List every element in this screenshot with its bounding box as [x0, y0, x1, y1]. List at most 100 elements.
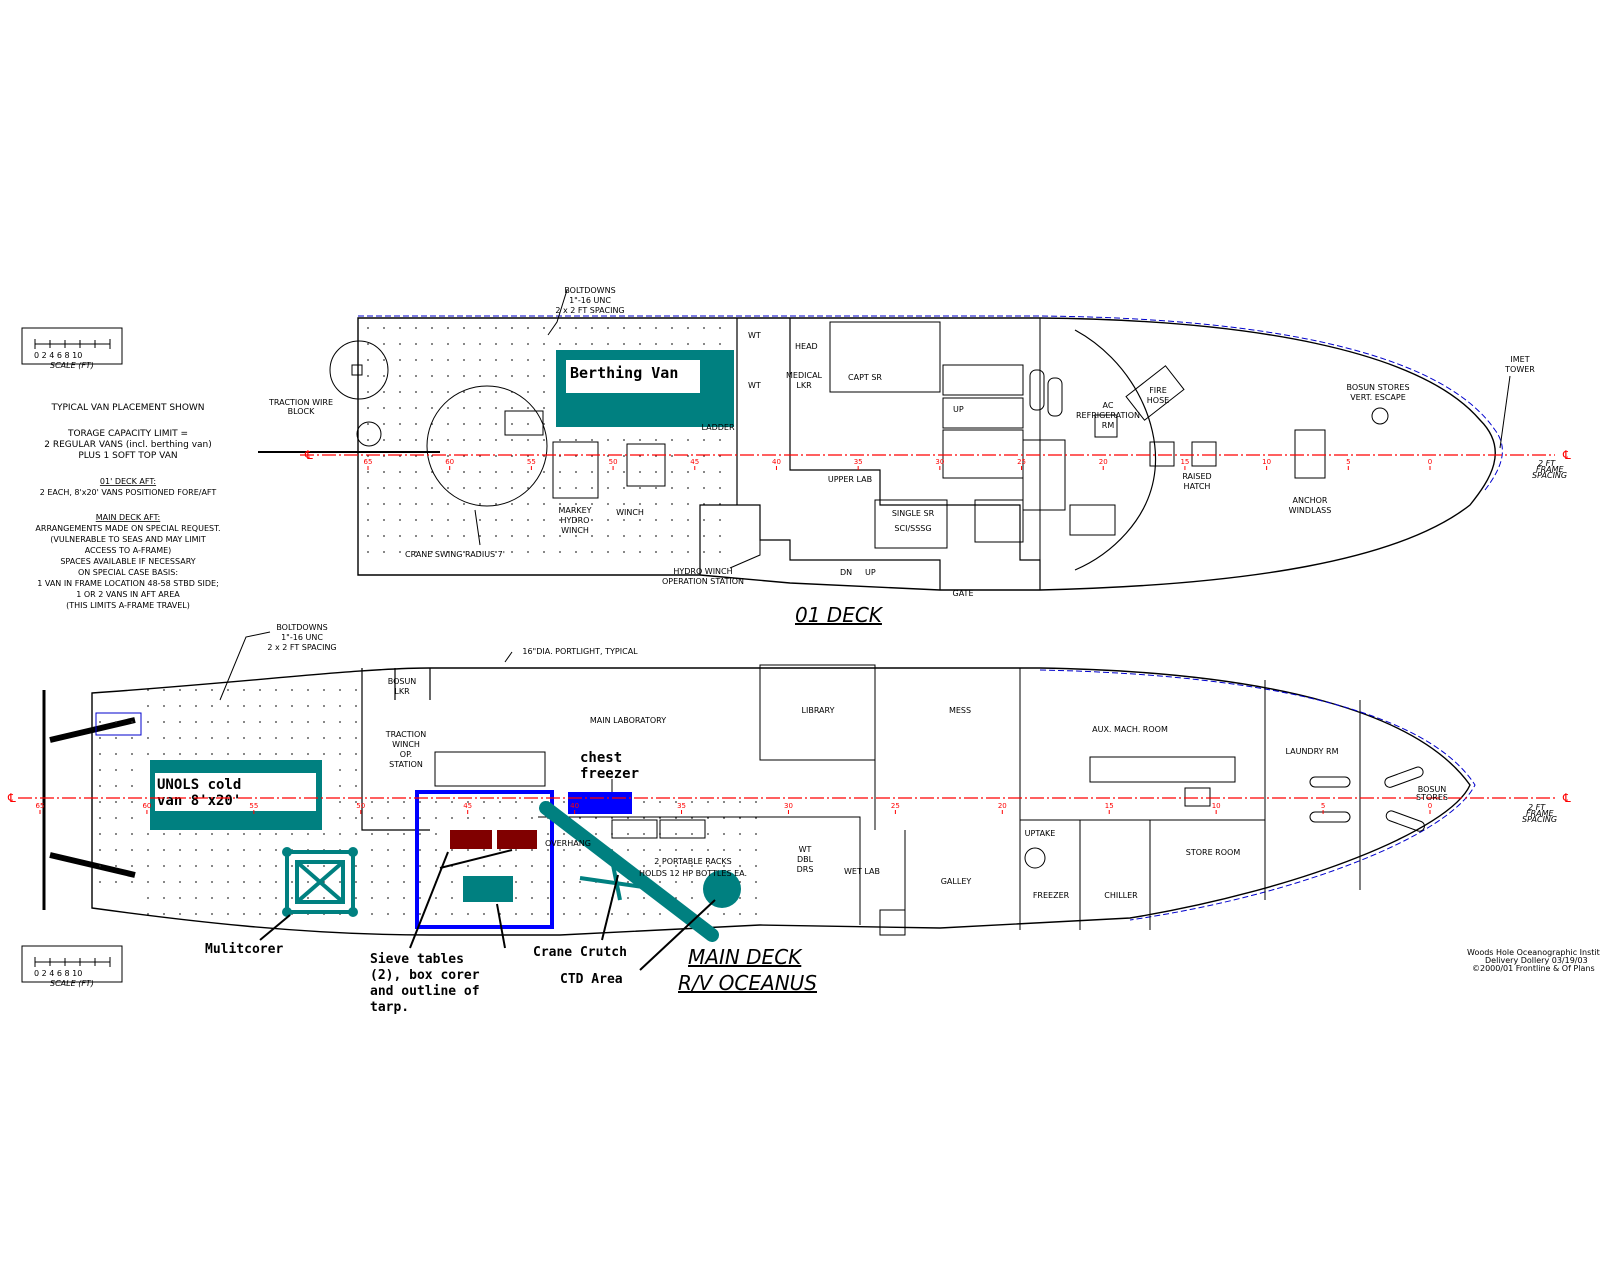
boltdown-dot [675, 865, 677, 867]
boltdown-dot [451, 801, 453, 803]
boltdown-dot [703, 535, 705, 537]
frame-spacing-label: SPACING [1522, 815, 1557, 824]
boltdown-dot [387, 865, 389, 867]
boltdown-dot [275, 705, 277, 707]
boltdown-dot [563, 897, 565, 899]
boltdown-dot [607, 439, 609, 441]
stairwell-main [434, 751, 546, 787]
boltdown-dot [147, 737, 149, 739]
boltdown-dot [755, 913, 757, 915]
boltdown-dot [723, 801, 725, 803]
boltdown-dot [291, 689, 293, 691]
boltdown-dot [431, 487, 433, 489]
boltdown-dot [147, 753, 149, 755]
boltdown-dot [511, 439, 513, 441]
boltdown-dot [691, 881, 693, 883]
bosun-stores-tank [1384, 766, 1424, 788]
credit-line: Delivery Dollery 03/19/03 [1485, 956, 1588, 965]
boltdown-dot [515, 897, 517, 899]
boltdown-dot [415, 519, 417, 521]
boltdown-dot [367, 391, 369, 393]
boltdown-dot [707, 849, 709, 851]
anchor-windlass [1294, 429, 1326, 479]
boltdown-dot [291, 721, 293, 723]
boltdown-dot [115, 721, 117, 723]
frame-number: 35 [677, 802, 686, 810]
boltdown-dot [179, 689, 181, 691]
boltdowns-label: 2 x 2 FT SPACING [555, 306, 624, 315]
boltdown-dot [479, 487, 481, 489]
boltdown-dot [703, 487, 705, 489]
boltdown-dot [451, 897, 453, 899]
boltdown-dot [627, 881, 629, 883]
boltdown-dot [431, 519, 433, 521]
boltdown-dot [623, 535, 625, 537]
traction-wire-label: BLOCK [288, 407, 316, 416]
boltdown-dot [479, 519, 481, 521]
boltdown-dot [435, 801, 437, 803]
boltdown-dot [655, 535, 657, 537]
boltdown-dot [355, 737, 357, 739]
uptake-label: UPTAKE [1025, 829, 1056, 838]
fire-hose-label: HOSE [1147, 396, 1169, 405]
boltdown-dot [479, 391, 481, 393]
bosun-lkr-walls [361, 668, 431, 831]
boltdown-dot [719, 327, 721, 329]
boltdown-dot [543, 551, 545, 553]
boltdown-dot [355, 897, 357, 899]
boltdown-dot [575, 519, 577, 521]
boltdown-dot [259, 849, 261, 851]
boltdown-dot [447, 391, 449, 393]
boltdown-dot [355, 865, 357, 867]
racks-label: 2 PORTABLE RACKS [654, 857, 732, 866]
boltdown-dot [563, 913, 565, 915]
laundry-tank-1 [1309, 776, 1351, 788]
boltdown-dot [147, 705, 149, 707]
boltdown-dot [479, 535, 481, 537]
boltdown-dot [499, 801, 501, 803]
boltdown-dot [547, 897, 549, 899]
leader-line [504, 651, 513, 663]
boltdown-dot [739, 801, 741, 803]
leader-line [259, 914, 291, 941]
boltdown-dot [479, 359, 481, 361]
boltdown-dot [495, 407, 497, 409]
boltdown-dot [483, 801, 485, 803]
boltdown-dot [383, 327, 385, 329]
leader-line [219, 631, 271, 701]
chiller-label: CHILLER [1104, 891, 1138, 900]
leader-line [1499, 375, 1511, 449]
boltdown-dot [639, 343, 641, 345]
boltdown-dot [671, 535, 673, 537]
frame-number: 30 [935, 458, 944, 466]
boltdown-dot [195, 689, 197, 691]
boltdown-dot [707, 833, 709, 835]
boltdown-dot [671, 343, 673, 345]
boltdown-dot [431, 375, 433, 377]
scale-ticks-top: 0 2 4 6 8 10 [34, 351, 82, 360]
boltdown-dot [559, 519, 561, 521]
boltdown-dot [739, 833, 741, 835]
boltdown-dot [479, 551, 481, 553]
boltdown-dot [211, 897, 213, 899]
boltdown-dot [639, 471, 641, 473]
boltdown-dot [515, 865, 517, 867]
boltdown-dot [403, 817, 405, 819]
boltdown-dot [643, 849, 645, 851]
winch-label: WINCH [616, 508, 644, 517]
boltdown-dot [383, 471, 385, 473]
boltdown-dot [463, 439, 465, 441]
boltdown-dot [431, 391, 433, 393]
boltdown-dot [707, 817, 709, 819]
frame-number: 65 [364, 458, 373, 466]
boltdown-dot [367, 407, 369, 409]
boltdown-dot [131, 817, 133, 819]
boltdown-dot [399, 391, 401, 393]
boltdown-dot [367, 487, 369, 489]
boltdown-dot [243, 689, 245, 691]
overhang-label: OVERHANG [545, 839, 591, 848]
boltdown-dot [547, 849, 549, 851]
boltdown-dot [403, 881, 405, 883]
boltdown-dot [511, 359, 513, 361]
boltdown-dot [691, 897, 693, 899]
